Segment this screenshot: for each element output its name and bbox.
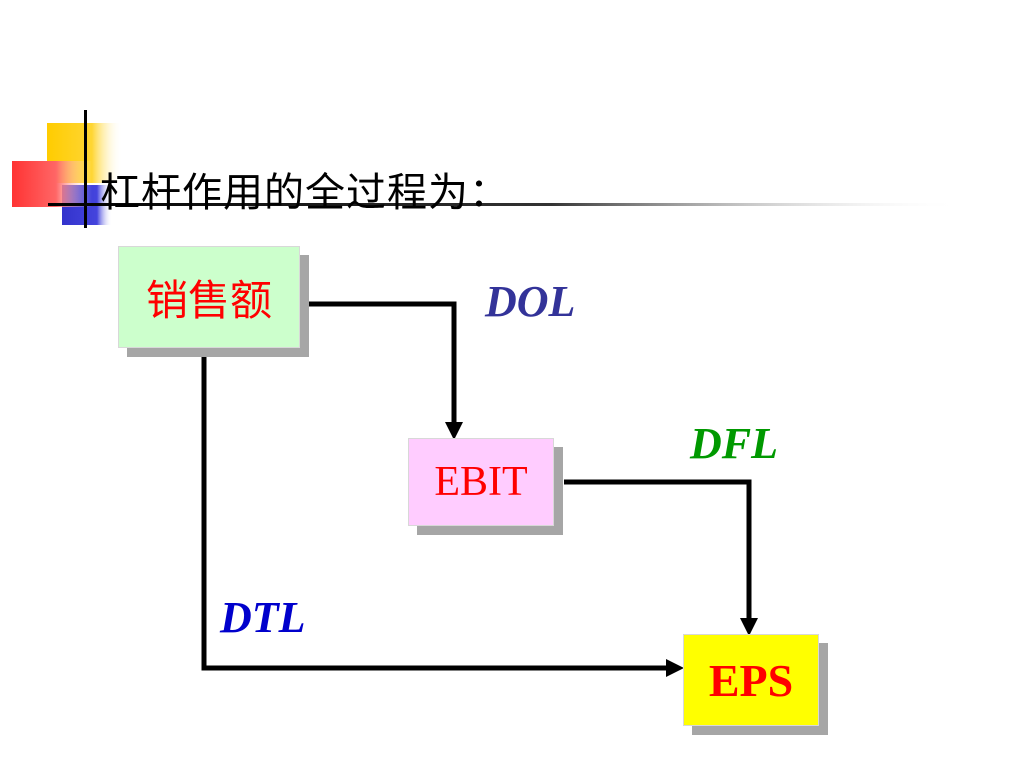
deco-red-square xyxy=(12,161,92,207)
deco-vertical-line xyxy=(84,110,87,228)
arrowhead-eps-left xyxy=(666,659,684,677)
node-ebit: EBIT xyxy=(408,438,554,526)
title-underline xyxy=(48,203,963,206)
edge-label-dol: DOL xyxy=(485,277,576,326)
arrow-sales-to-ebit xyxy=(298,301,457,424)
node-sales: 销售额 xyxy=(118,246,300,348)
node-eps: EPS xyxy=(683,634,819,726)
arrowhead-ebit xyxy=(445,422,463,440)
edge-label-dtl: DTL xyxy=(220,593,306,642)
edge-label-dfl: DFL xyxy=(690,419,778,468)
arrow-ebit-to-eps xyxy=(564,479,752,620)
page-title: 杠杆作用的全过程为： xyxy=(100,170,510,216)
arrowhead-eps-top xyxy=(740,618,758,636)
arrow-sales-to-eps xyxy=(201,346,670,671)
